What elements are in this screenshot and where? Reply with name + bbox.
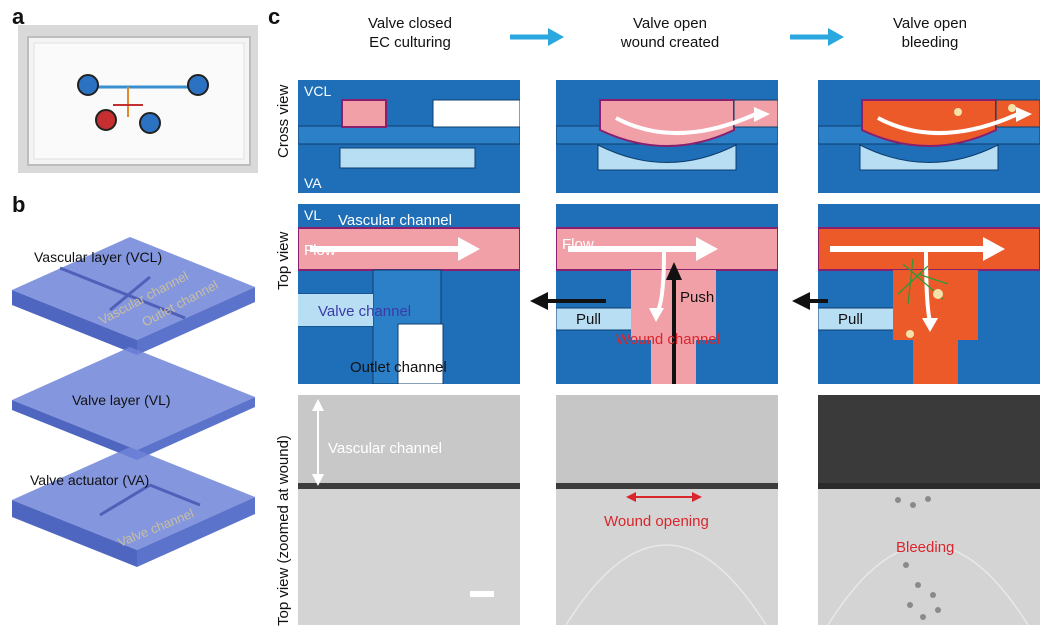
flow-label-2: Flow — [562, 236, 594, 253]
push-label: Push — [680, 289, 714, 306]
bleeding-label: Bleeding — [896, 539, 954, 556]
panel-label-c: c — [268, 4, 281, 29]
micrograph-bleeding: Bleeding — [818, 395, 1040, 625]
flow-label: Flow — [304, 242, 336, 259]
panel-label-a: a — [12, 4, 25, 29]
row-label-cross-view: Cross view — [275, 84, 292, 158]
arrow-right-icon — [548, 28, 564, 46]
wound-opening-label: Wound opening — [604, 513, 709, 530]
micrograph-closed: Vascular channel — [298, 395, 520, 625]
progress-arrows — [510, 28, 844, 46]
top-view-closed: VL Vascular channel Flow Valve channel O… — [298, 204, 520, 384]
row-label-top-view-zoomed: Top view (zoomed at wound) — [275, 435, 292, 626]
wound-channel-label: Wound channel — [616, 331, 720, 348]
top-view-wound: Flow Push Pull Wound channel — [556, 204, 778, 384]
vascular-channel-label: Vascular channel — [338, 212, 452, 229]
vl-label: VL — [304, 207, 321, 223]
top-view-bleeding: Pull — [818, 204, 1040, 384]
layer-vl-label: Valve layer (VL) — [72, 392, 171, 408]
pull-label-2: Pull — [838, 311, 863, 328]
cross-view-closed: VCL VA — [298, 80, 520, 193]
va-label: VA — [304, 175, 322, 191]
cross-view-wound — [556, 80, 778, 193]
scale-bar — [470, 591, 494, 597]
layer-vcl-label: Vascular layer (VCL) — [34, 249, 162, 265]
layer-stack-diagram: Vascular layer (VCL) Vascular channel Ou… — [12, 237, 255, 567]
vcl-label: VCL — [304, 83, 331, 99]
panel-label-b: b — [12, 192, 26, 217]
pull-arrows — [530, 292, 828, 310]
micro-vascular-channel-label: Vascular channel — [328, 440, 442, 457]
micrograph-wound: Wound opening — [556, 395, 778, 625]
arrow-left-icon — [792, 292, 810, 310]
cross-view-bleeding — [818, 80, 1040, 193]
arrow-left-icon — [530, 292, 548, 310]
arrow-right-icon — [828, 28, 844, 46]
valve-channel-label: Valve channel — [318, 303, 411, 320]
outlet-channel-label: Outlet channel — [350, 359, 447, 376]
pull-label: Pull — [576, 311, 601, 328]
layer-va-label: Valve actuator (VA) — [30, 472, 149, 488]
device-photo — [18, 25, 258, 173]
row-label-top-view: Top view — [275, 231, 292, 290]
